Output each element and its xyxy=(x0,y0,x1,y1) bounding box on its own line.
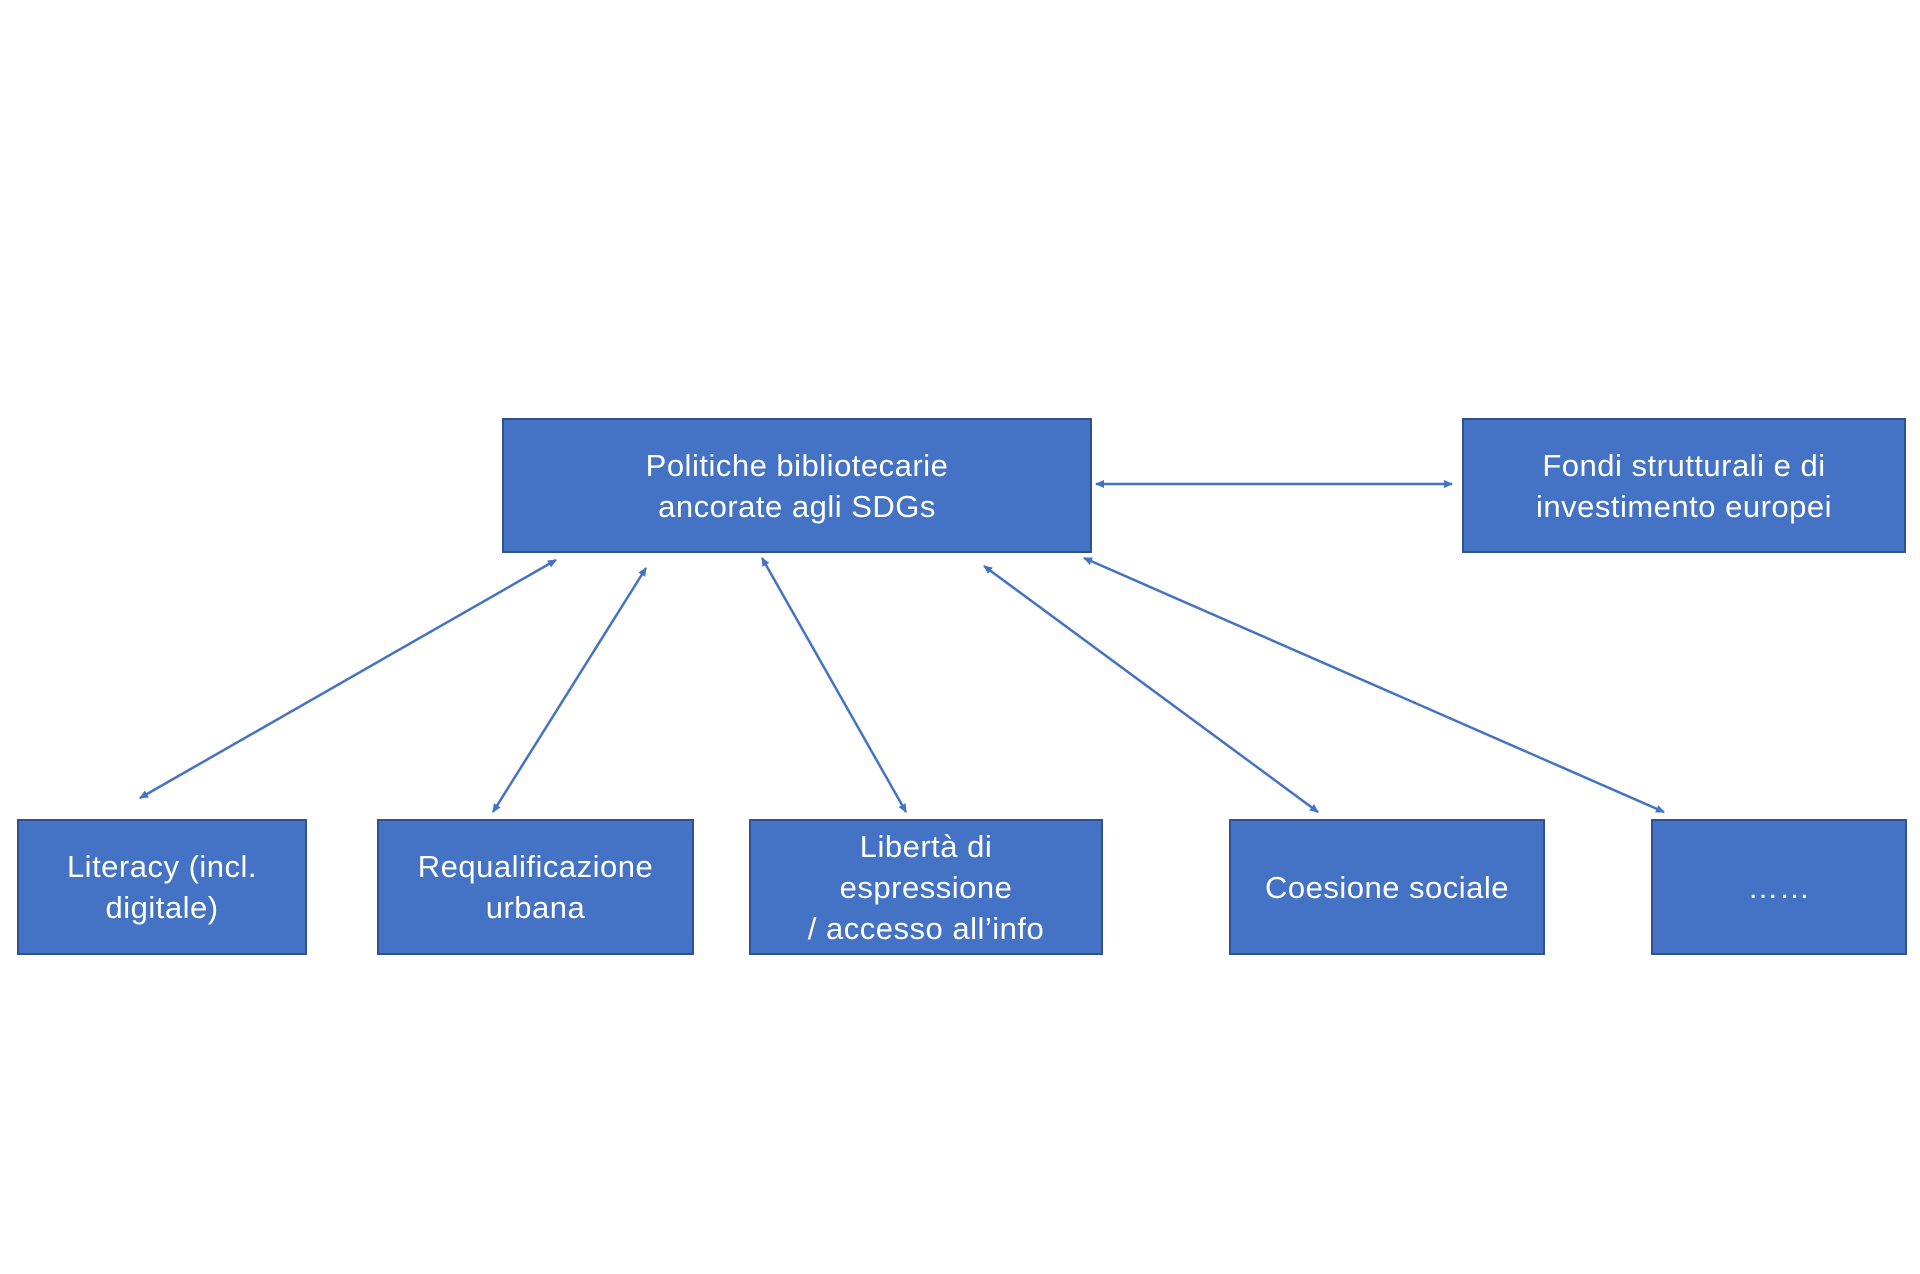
funding-node-label: Fondi strutturali e di investimento euro… xyxy=(1535,447,1833,524)
funding-node-fondi-strutturali: Fondi strutturali e di investimento euro… xyxy=(1462,418,1906,553)
area-node-ellipsis: …… xyxy=(1651,819,1907,955)
area-node-label: Literacy (incl. digitale) xyxy=(66,849,258,925)
area-node-liberta-espressione: Libertà di espressione / accesso all’inf… xyxy=(749,819,1103,955)
area-node-label: Requalificazione urbana xyxy=(417,849,654,925)
connector-central-riqualificazione xyxy=(491,567,648,813)
area-node-literacy: Literacy (incl. digitale) xyxy=(17,819,307,955)
central-node-politiche-bibliotecarie: Politiche bibliotecarie ancorate agli SD… xyxy=(502,418,1092,553)
connector-central-literacy xyxy=(139,558,557,800)
connector-central-liberta xyxy=(760,557,908,813)
area-node-coesione-sociale: Coesione sociale xyxy=(1229,819,1545,955)
connector-central-coesione xyxy=(983,564,1319,814)
area-node-riqualificazione-urbana: Requalificazione urbana xyxy=(377,819,694,955)
area-node-label: Coesione sociale xyxy=(1264,869,1510,905)
central-node-label: Politiche bibliotecarie ancorate agli SD… xyxy=(645,447,949,524)
connector-central-ellipsis xyxy=(1083,556,1665,814)
area-node-label: Libertà di espressione / accesso all’inf… xyxy=(807,828,1045,946)
area-node-label: …… xyxy=(1747,869,1811,905)
